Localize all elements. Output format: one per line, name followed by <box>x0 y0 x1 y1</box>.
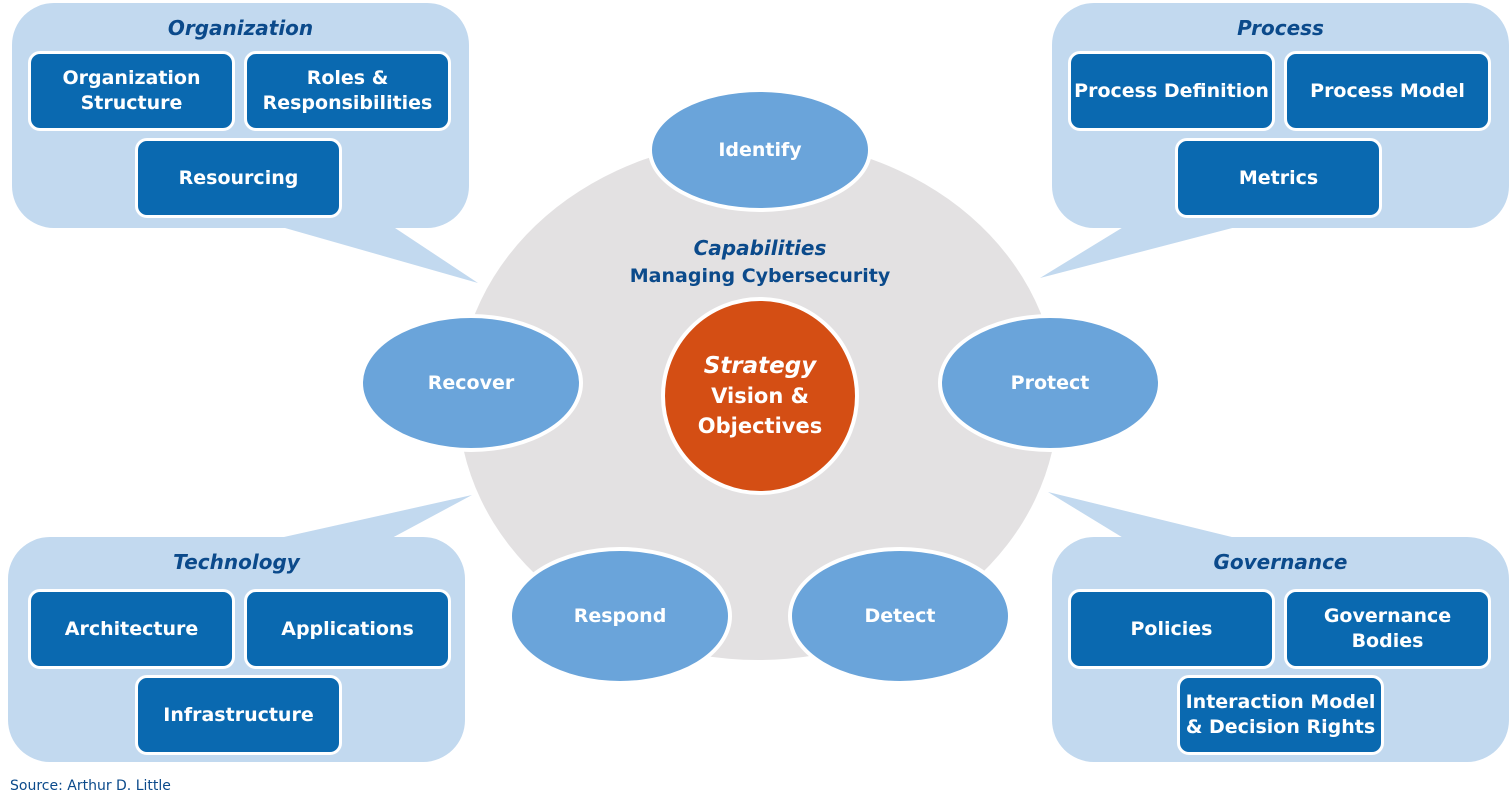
process-model-box: Process Model <box>1284 51 1491 131</box>
panel-title: Technology <box>173 550 300 574</box>
organization-callout-tail <box>278 226 478 283</box>
capabilities-title: Capabilities <box>693 236 827 260</box>
technology-callout-tail <box>275 495 472 539</box>
recover-ellipse: Recover <box>359 314 583 452</box>
detect-ellipse: Detect <box>788 547 1012 685</box>
metrics-box: Metrics <box>1175 138 1382 218</box>
roles-responsibilities-box: Roles & Responsibilities <box>244 51 451 131</box>
source-note: Source: Arthur D. Little <box>10 778 171 794</box>
panel-title: Organization <box>167 16 314 40</box>
organization-panel: Organization Organization Structure Role… <box>12 3 469 228</box>
governance-bodies-box: Governance Bodies <box>1284 589 1491 669</box>
policies-box: Policies <box>1068 589 1275 669</box>
resourcing-box: Resourcing <box>135 138 342 218</box>
process-definition-box: Process Definition <box>1068 51 1275 131</box>
infrastructure-box: Infrastructure <box>135 675 342 755</box>
organization-structure-box: Organization Structure <box>28 51 235 131</box>
governance-callout-tail <box>1048 492 1240 539</box>
respond-ellipse: Respond <box>508 547 732 685</box>
strategy-title: Strategy <box>703 353 817 379</box>
panel-title: Process <box>1237 16 1324 40</box>
protect-ellipse: Protect <box>938 314 1162 452</box>
applications-box: Applications <box>244 589 451 669</box>
strategy-line-1: Vision & <box>711 384 809 408</box>
process-panel: Process Process Definition Process Model… <box>1052 3 1509 228</box>
process-callout-tail <box>1040 226 1240 278</box>
architecture-box: Architecture <box>28 589 235 669</box>
technology-panel: Technology Architecture Applications Inf… <box>8 537 465 762</box>
panel-title: Governance <box>1213 550 1348 574</box>
strategy-line-2: Objectives <box>697 414 823 438</box>
identify-ellipse: Identify <box>648 88 872 212</box>
interaction-model-box: Interaction Model & Decision Rights <box>1177 675 1384 755</box>
governance-panel: Governance Policies Governance Bodies In… <box>1052 537 1509 762</box>
strategy-circle: Strategy Vision & Objectives <box>661 297 859 495</box>
capabilities-subtitle: Managing Cybersecurity <box>629 265 891 287</box>
